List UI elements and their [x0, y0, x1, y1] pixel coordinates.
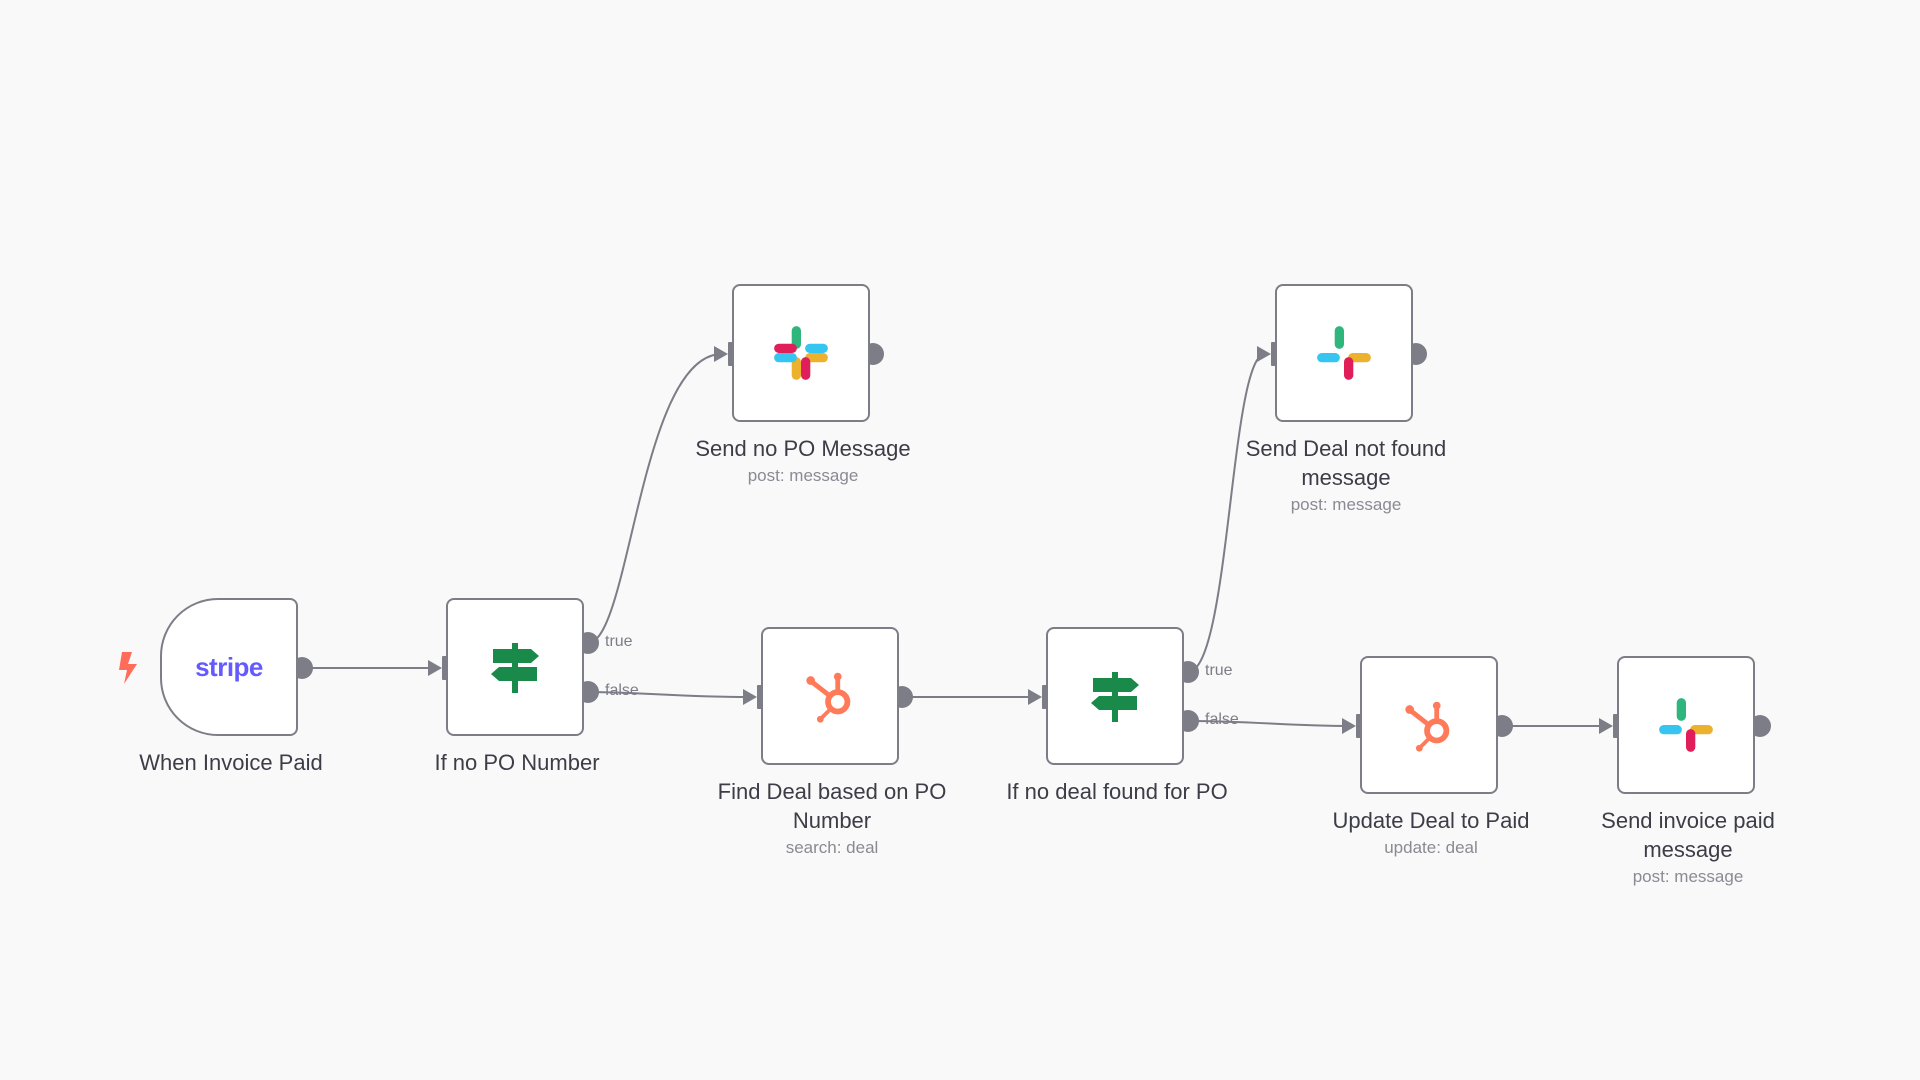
arrowhead [1342, 718, 1356, 734]
stripe-logo: stripe [195, 651, 263, 682]
arrowhead [1028, 689, 1042, 705]
node-label-when-invoice-paid: When Invoice Paid [116, 748, 346, 777]
node-title: Find Deal based on PO Number [717, 779, 947, 833]
node-subtitle: post: message [747, 466, 859, 485]
node-label-send-deal-not-found: Send Deal not found message post: messag… [1231, 434, 1461, 515]
port-label-false: false [605, 682, 639, 699]
port-label-true: true [1205, 662, 1233, 679]
connection-if1-true-to-slack1[interactable] [587, 353, 723, 644]
node-label-find-deal: Find Deal based on PO Number search: dea… [717, 777, 947, 858]
node-label-update-deal: Update Deal to Paid update: deal [1316, 806, 1546, 858]
hubspot-icon [1405, 701, 1450, 752]
node-if-no-po-number[interactable] [446, 598, 584, 736]
port-label-true: true [605, 633, 633, 650]
signpost-icon [491, 643, 539, 693]
node-title: Send invoice paid message [1601, 808, 1775, 862]
connection-if2-false-to-updateDeal[interactable] [1187, 720, 1351, 727]
signpost-icon [1091, 672, 1139, 722]
node-send-deal-not-found[interactable] [1275, 284, 1413, 422]
arrowhead [743, 689, 757, 705]
node-label-send-no-po-message: Send no PO Message post: message [688, 434, 918, 486]
node-title: Send Deal not found message [1245, 436, 1447, 490]
node-label-if-no-po-number: If no PO Number [402, 748, 632, 777]
node-title: If no deal found for PO [1006, 779, 1228, 804]
node-if-no-deal-found[interactable] [1046, 627, 1184, 765]
node-title: Update Deal to Paid [1332, 808, 1530, 833]
node-find-deal[interactable] [761, 627, 899, 765]
port-label-false: false [1205, 711, 1239, 728]
lightning-bolt-icon [119, 652, 137, 684]
slack-icon [774, 326, 828, 380]
node-send-no-po-message[interactable] [732, 284, 870, 422]
node-subtitle: update: deal [1384, 838, 1478, 857]
node-update-deal[interactable] [1360, 656, 1498, 794]
node-label-if-no-deal-found: If no deal found for PO [1002, 777, 1232, 806]
slack-icon [1659, 698, 1713, 752]
node-title: If no PO Number [434, 750, 600, 775]
arrowhead [714, 346, 728, 362]
node-subtitle: post: message [1632, 867, 1744, 886]
slack-icon [1317, 326, 1371, 380]
connection-if1-false-to-findDeal[interactable] [587, 691, 751, 698]
node-send-invoice-paid[interactable] [1617, 656, 1755, 794]
node-title: When Invoice Paid [139, 750, 323, 775]
arrowhead [1257, 346, 1271, 362]
node-title: Send no PO Message [695, 436, 911, 461]
node-when-invoice-paid[interactable]: stripe [160, 598, 298, 736]
arrowhead [1599, 718, 1613, 734]
connection-if2-true-to-slack2[interactable] [1187, 353, 1266, 673]
hubspot-icon [806, 672, 851, 723]
arrowhead [428, 660, 442, 676]
node-label-send-invoice-paid: Send invoice paid message post: message [1573, 806, 1803, 887]
node-subtitle: search: deal [785, 838, 879, 857]
node-subtitle: post: message [1290, 495, 1402, 514]
